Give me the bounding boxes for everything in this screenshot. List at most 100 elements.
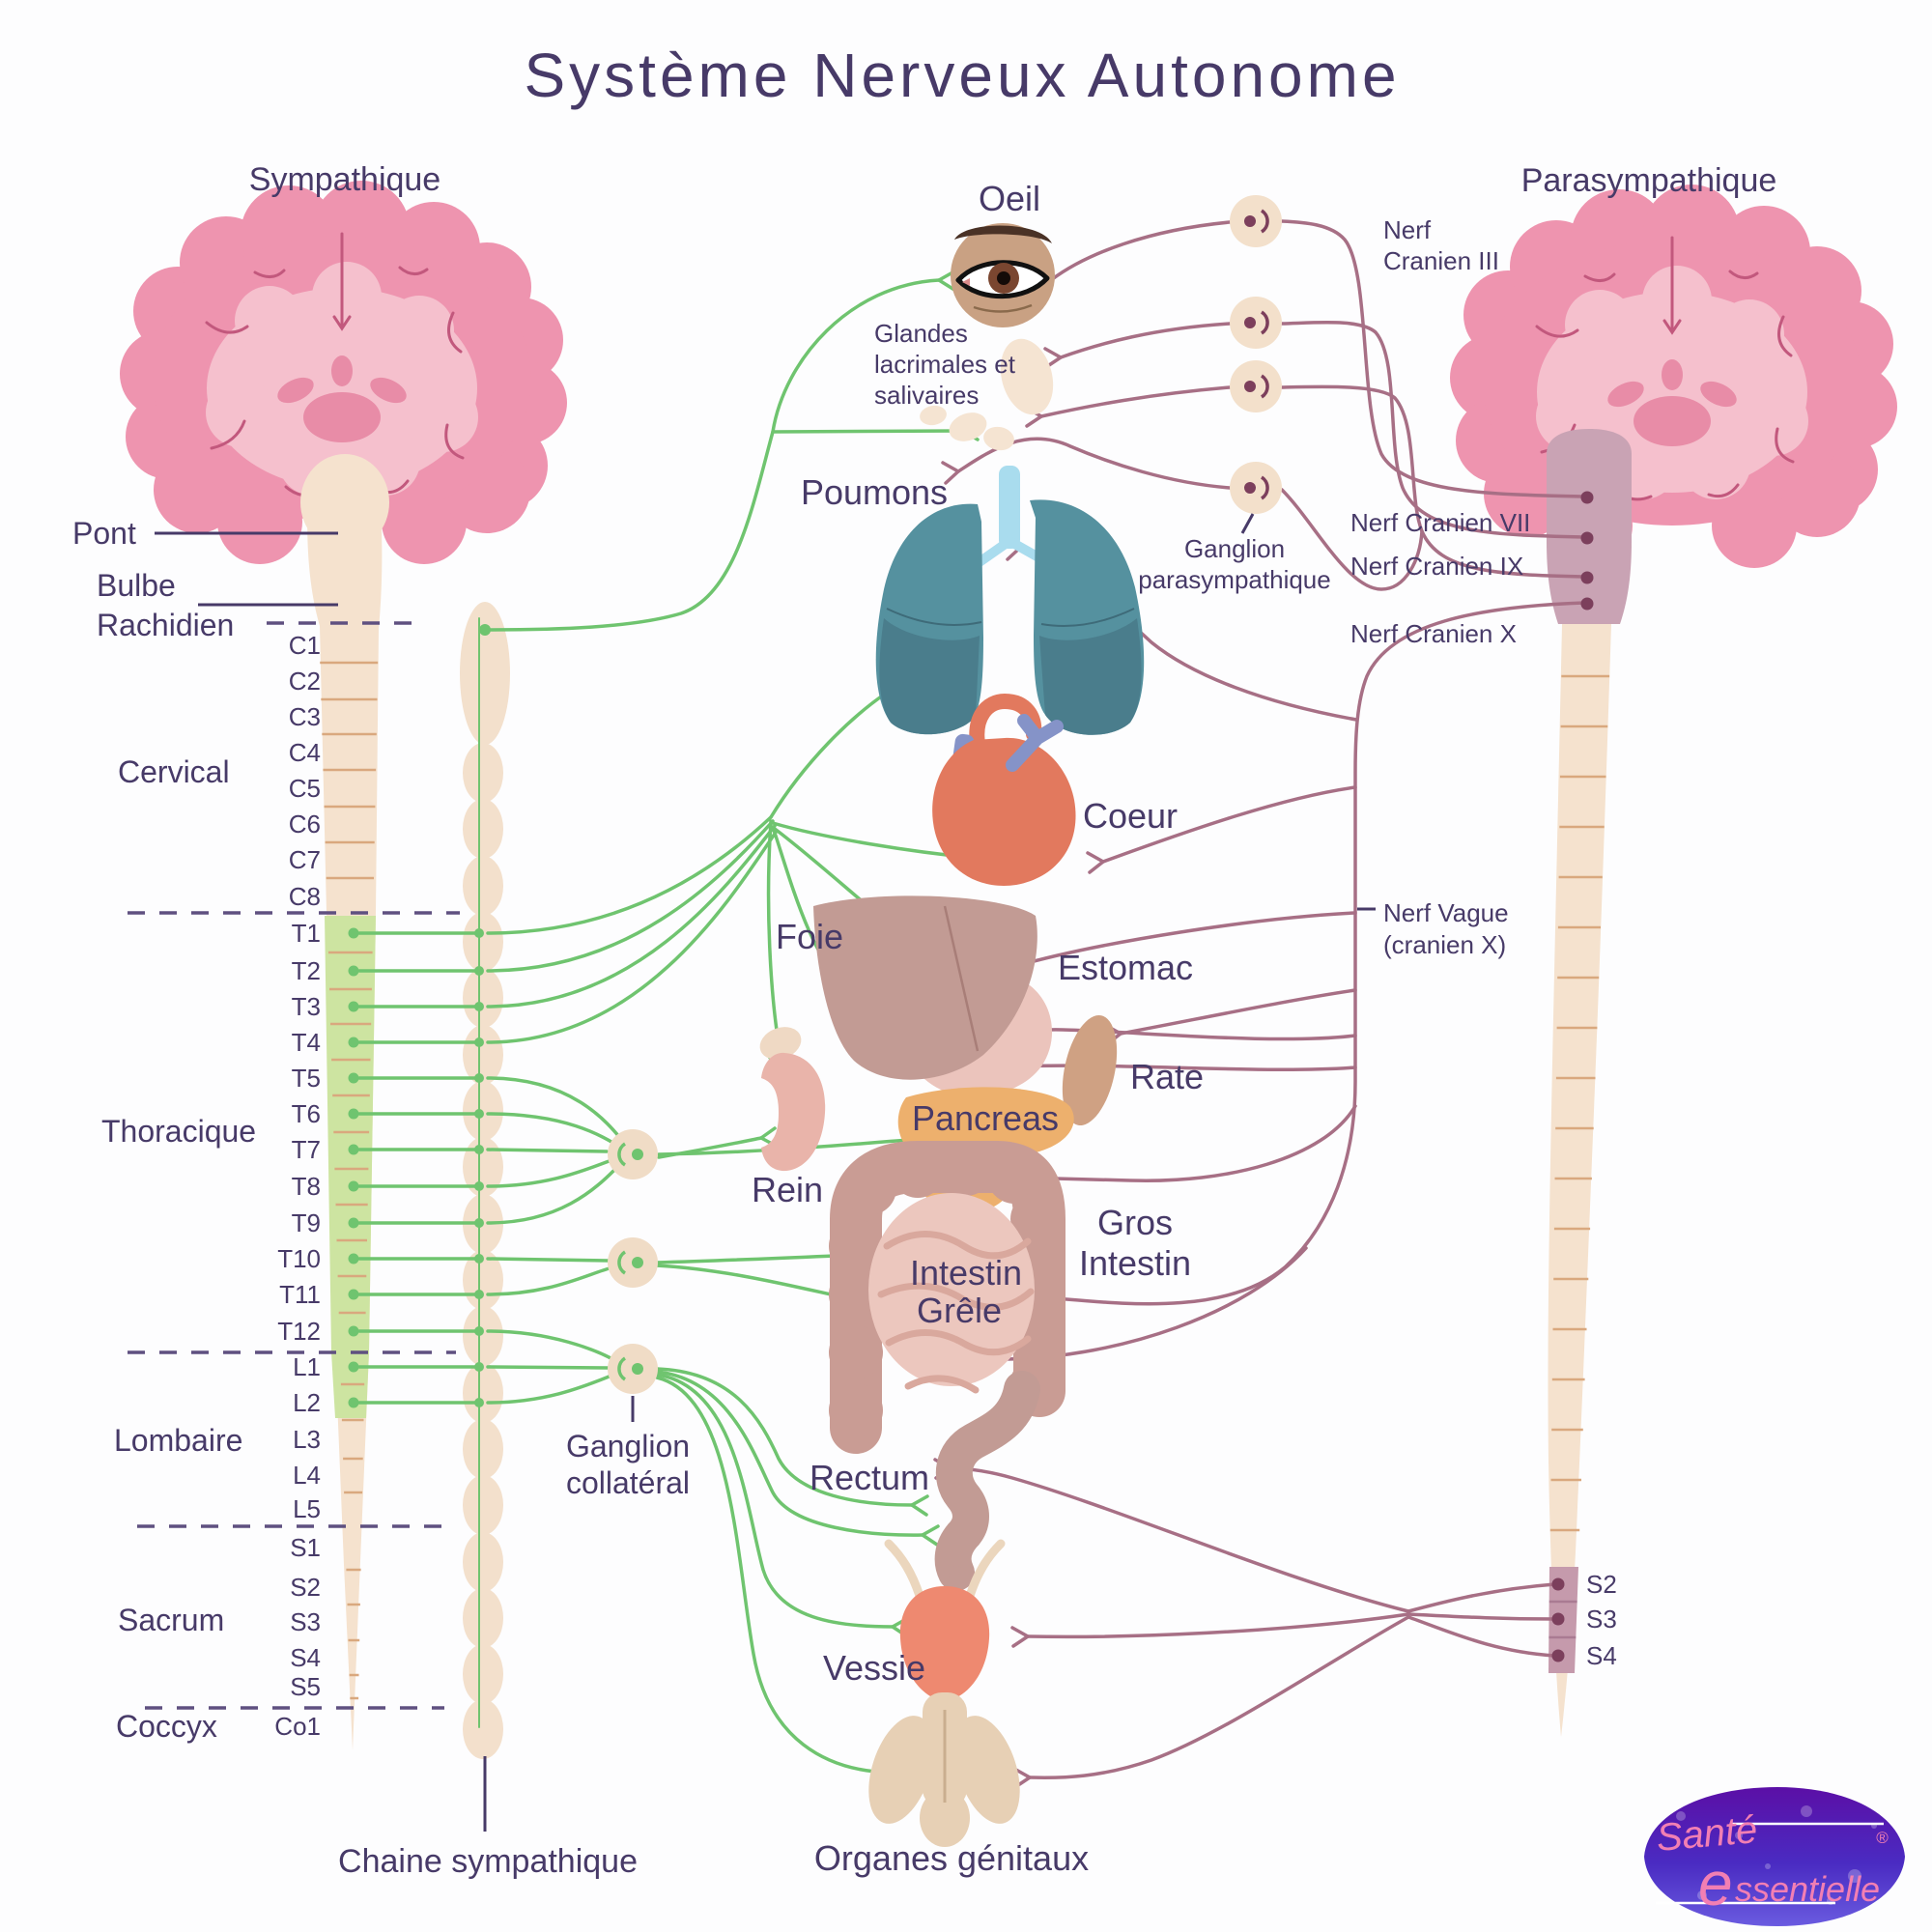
label-nerf-iii-2: Cranien III bbox=[1383, 246, 1499, 275]
chain-ganglion bbox=[463, 743, 503, 803]
sympathetic-nerves bbox=[478, 270, 1026, 1784]
label-lombaire: Lombaire bbox=[114, 1423, 242, 1458]
spinal-nerve-root-dot bbox=[348, 1361, 359, 1373]
sacral-segment-label: S4 bbox=[1586, 1641, 1617, 1670]
spinal-nerve-root-dot bbox=[348, 1072, 359, 1084]
label-thoracique: Thoracique bbox=[101, 1114, 256, 1149]
spinal-segment-lines-left bbox=[320, 661, 379, 1700]
heart-illustration bbox=[932, 693, 1076, 886]
label-nerf-ix: Nerf Cranien IX bbox=[1350, 552, 1523, 581]
label-cervical: Cervical bbox=[118, 754, 230, 789]
chain-ganglion bbox=[463, 968, 503, 1028]
segment-label: C8 bbox=[289, 882, 321, 911]
chain-ganglion bbox=[463, 856, 503, 916]
segment-label: T7 bbox=[292, 1135, 321, 1164]
chain-ganglion bbox=[463, 1699, 503, 1759]
spinal-nerve-root-dot bbox=[348, 1180, 359, 1192]
segment-label: C1 bbox=[289, 631, 321, 660]
rectum-illustration bbox=[934, 1371, 1040, 1618]
segment-label: S2 bbox=[290, 1573, 321, 1602]
sympathetic-outflow-highlight bbox=[325, 916, 376, 1418]
liver-illustration bbox=[813, 895, 1037, 1080]
label-ganglion-para-1: Ganglion bbox=[1184, 534, 1285, 563]
label-nerf-iii-1: Nerf bbox=[1383, 215, 1432, 244]
label-pont: Pont bbox=[72, 516, 136, 551]
segment-label: L1 bbox=[293, 1352, 321, 1381]
segment-label: T10 bbox=[277, 1244, 321, 1273]
logo-registered: ® bbox=[1876, 1829, 1889, 1847]
label-coeur: Coeur bbox=[1083, 796, 1178, 836]
segment-label: S3 bbox=[290, 1607, 321, 1636]
segment-label: T8 bbox=[292, 1172, 321, 1201]
sacral-segment-label: S3 bbox=[1586, 1605, 1617, 1634]
spinal-nerve-root-dot bbox=[348, 1144, 359, 1155]
segment-label: S1 bbox=[290, 1533, 321, 1562]
spleen-illustration bbox=[1062, 1015, 1118, 1125]
segment-label: S5 bbox=[290, 1672, 321, 1701]
label-gros-intestin-1: Gros bbox=[1097, 1203, 1173, 1242]
chain-ganglion bbox=[463, 912, 503, 972]
logo-line2: ssentielle bbox=[1735, 1869, 1880, 1909]
sacral-root-dot bbox=[1551, 1649, 1565, 1662]
sacral-root-dot bbox=[1551, 1612, 1565, 1626]
segment-label: S4 bbox=[290, 1643, 321, 1672]
sacral-root-dot bbox=[1551, 1577, 1565, 1591]
label-glandes-1: Glandes bbox=[874, 319, 968, 348]
chain-top-synapse-dot bbox=[479, 624, 491, 636]
label-nerf-vii: Nerf Cranien VII bbox=[1350, 508, 1530, 537]
spinal-nerve-root-dot bbox=[348, 1108, 359, 1120]
spinal-segment-lines-right bbox=[1548, 674, 1610, 1639]
label-rectum: Rectum bbox=[810, 1458, 929, 1497]
segment-label: T3 bbox=[292, 992, 321, 1021]
label-glandes-2: lacrimales et bbox=[874, 350, 1016, 379]
label-ganglion-collateral-1: Ganglion bbox=[566, 1429, 690, 1463]
brainstem-parasympathetic bbox=[1547, 429, 1632, 624]
heading-sympathetic: Sympathique bbox=[249, 161, 440, 198]
label-estomac: Estomac bbox=[1058, 948, 1193, 987]
logo-big-e: e bbox=[1698, 1849, 1733, 1918]
segment-label: L5 bbox=[293, 1494, 321, 1523]
label-organes-genitaux: Organes génitaux bbox=[814, 1838, 1089, 1878]
segment-label: T11 bbox=[279, 1280, 321, 1309]
sante-essentielle-logo: Santé e ssentielle ® bbox=[1644, 1787, 1905, 1926]
genitals-illustration bbox=[868, 1692, 1020, 1847]
label-vessie: Vessie bbox=[823, 1648, 925, 1688]
label-oeil: Oeil bbox=[979, 179, 1040, 218]
label-ganglion-collateral-2: collatéral bbox=[566, 1465, 690, 1500]
chain-ganglion bbox=[463, 1588, 503, 1648]
chain-ganglion bbox=[463, 799, 503, 859]
logo-line1: Santé bbox=[1655, 1808, 1759, 1860]
segment-label: C6 bbox=[289, 810, 321, 838]
segment-label: C5 bbox=[289, 774, 321, 803]
segment-label: L3 bbox=[293, 1425, 321, 1454]
leader-lines bbox=[155, 513, 1376, 1832]
label-chaine-sympathique: Chaine sympathique bbox=[338, 1843, 638, 1880]
chain-ganglion bbox=[463, 1363, 503, 1423]
segment-label: C3 bbox=[289, 702, 321, 731]
chain-ganglion bbox=[463, 1306, 503, 1366]
heading-parasympathetic: Parasympathique bbox=[1521, 162, 1777, 199]
chain-ganglion bbox=[463, 1532, 503, 1592]
label-intestin-grele-2: Grêle bbox=[917, 1291, 1002, 1330]
segment-label: L4 bbox=[293, 1461, 321, 1490]
label-intestin-grele-1: Intestin bbox=[910, 1253, 1022, 1293]
spinal-nerve-root-dot bbox=[348, 965, 359, 977]
salivary-lacrimal-glands bbox=[920, 338, 1054, 451]
spinal-nerve-links bbox=[348, 927, 477, 1408]
spinal-nerve-root-dot bbox=[348, 1397, 359, 1408]
segment-label: T4 bbox=[292, 1028, 321, 1057]
spinal-nerve-root-dot bbox=[348, 1325, 359, 1337]
chain-ganglion bbox=[463, 1025, 503, 1085]
lungs-illustration bbox=[875, 466, 1145, 735]
segment-label: L2 bbox=[293, 1388, 321, 1417]
chain-ganglion bbox=[463, 1644, 503, 1704]
label-rein: Rein bbox=[752, 1170, 823, 1209]
collateral-ganglia bbox=[608, 1129, 658, 1394]
kidney-illustration bbox=[759, 1027, 826, 1172]
label-pancreas: Pancreas bbox=[912, 1098, 1059, 1138]
label-foie: Foie bbox=[776, 917, 843, 956]
segment-label: C7 bbox=[289, 845, 321, 874]
spinal-nerve-root-dot bbox=[348, 1001, 359, 1012]
